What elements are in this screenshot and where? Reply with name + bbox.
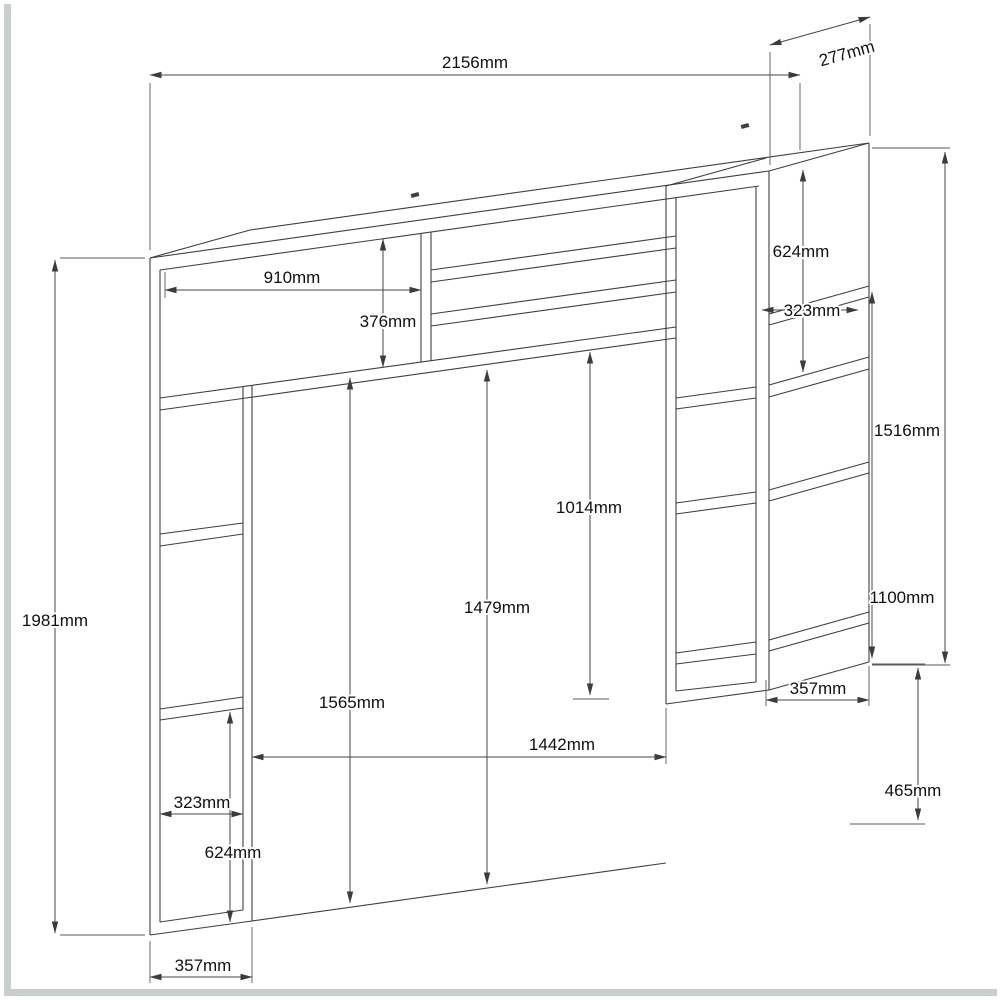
fitting-mark (740, 122, 750, 130)
dim-label-total-width: 2156mm (442, 53, 508, 72)
dim-label-right-interior-width: 323mm (784, 301, 841, 320)
dim-label-depth: 277mm (817, 37, 877, 71)
dim-label-opening-width: 1442mm (529, 735, 595, 754)
dim-label-right-column-width: 357mm (790, 679, 847, 698)
dim-label-center-upper-height: 1014mm (556, 498, 622, 517)
dim-label-right-lower-interior: 1100mm (870, 588, 935, 607)
dim-depth (769, 16, 871, 46)
dim-label-opening-height: 1565mm (319, 693, 385, 712)
frame-bottom-band (4, 989, 997, 996)
dim-label-bridge-interior-height: 376mm (360, 312, 417, 331)
dim-label-left-bottom-shelf-spacing: 624mm (205, 843, 262, 862)
frame-left-band (4, 4, 11, 996)
dim-label-right-top-shelf-spacing: 624mm (773, 242, 830, 261)
dim-label-left-column-width: 357mm (175, 956, 232, 975)
dim-label-front-opening-height: 1479mm (464, 598, 530, 617)
extension-lines (60, 24, 950, 983)
furniture-outline (149, 122, 870, 936)
dim-label-total-height: 1981mm (22, 611, 88, 630)
fitting-mark (410, 191, 420, 199)
dimension-lines (51, 16, 949, 981)
dim-label-bridge-shelf-width: 910mm (264, 268, 321, 287)
dim-label-left-interior-width: 323mm (174, 793, 231, 812)
dim-label-right-column-height: 1516mm (874, 421, 940, 440)
dim-label-floor-clearance: 465mm (885, 781, 942, 800)
dimension-labels: 2156mm 277mm 910mm 376mm 624mm 323mm 151… (20, 35, 943, 977)
